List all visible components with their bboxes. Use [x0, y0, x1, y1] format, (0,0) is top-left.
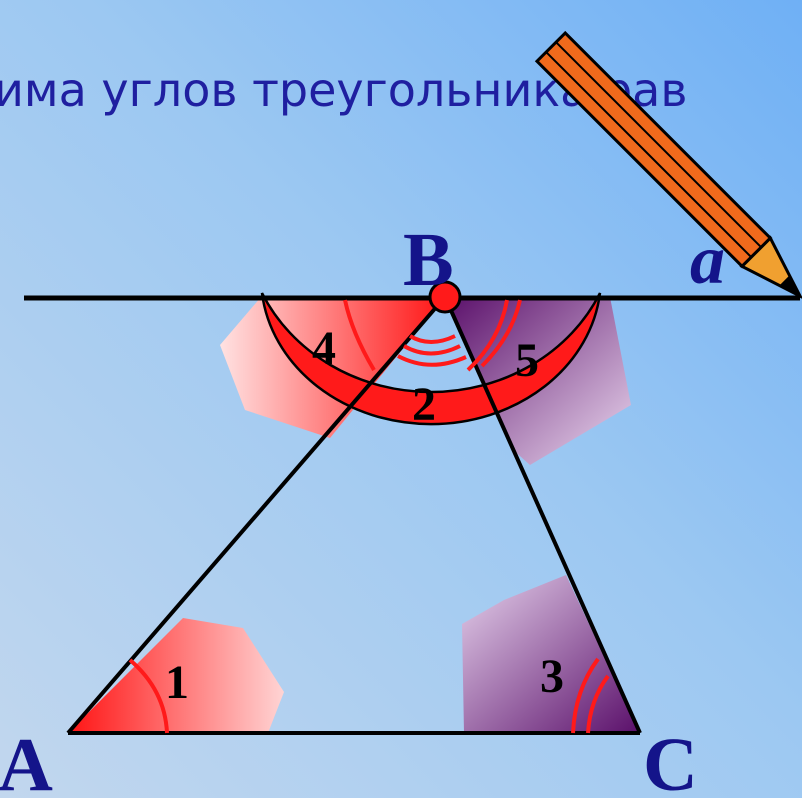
angle-4-label: 4 [312, 322, 336, 375]
angle-2-mark-3 [408, 334, 456, 344]
angle-2-mark-1 [397, 354, 467, 367]
angle-2-label: 2 [412, 378, 436, 431]
angle-3-mark-inner [586, 674, 610, 734]
line-a-label: a [690, 222, 725, 299]
angle-3-mark-outer [571, 657, 600, 734]
angle-5-label: 5 [515, 334, 539, 387]
angle-3-label: 3 [540, 650, 564, 703]
angle-5-mark-inner [480, 299, 522, 368]
vertex-c-label: C [643, 723, 698, 798]
angle-1-mark [128, 658, 169, 734]
angle-1-fill [68, 618, 284, 733]
vertex-a-label: A [0, 723, 53, 798]
vertex-b-label: B [403, 218, 454, 302]
angle-2-mark-2 [403, 344, 461, 356]
point-b [428, 280, 462, 314]
angle-1-label: 1 [165, 656, 189, 709]
side-bc [443, 296, 642, 734]
angle-4-mark [343, 299, 376, 372]
angle-5-mark-outer [466, 299, 509, 372]
pencil-icon [534, 30, 802, 300]
